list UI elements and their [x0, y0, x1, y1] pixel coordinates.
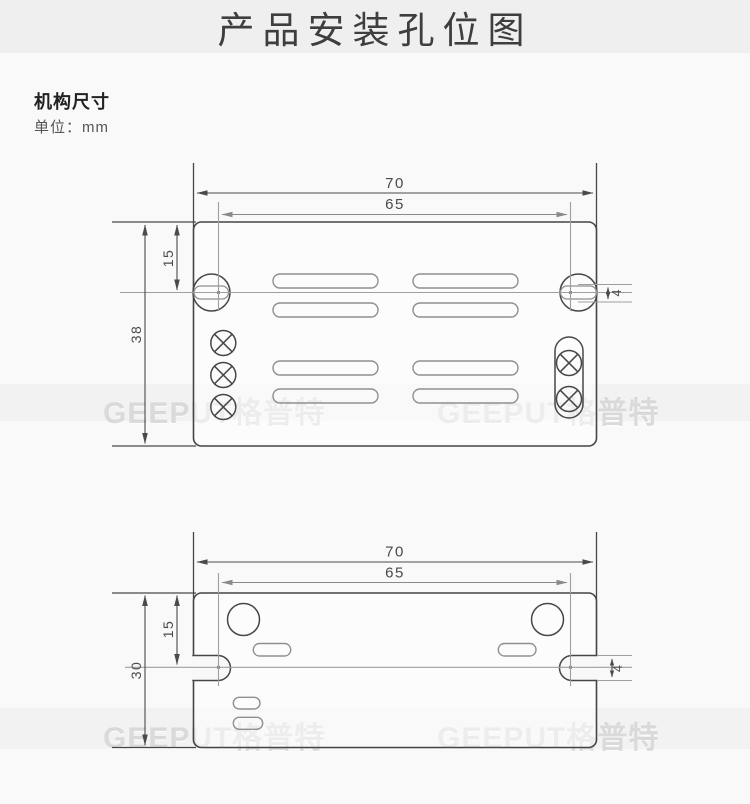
dim-hole-offset: 15: [160, 224, 180, 291]
page-title: 产品安装孔位图: [217, 9, 533, 51]
bottom-view: 70 65 15 30 4: [112, 532, 632, 749]
screw-hole-markers-right: [554, 336, 584, 419]
extension-lines-holes: [217, 573, 572, 686]
top-view: 70 65 15 38 4: [112, 163, 632, 447]
dim-overall-height: 38: [128, 224, 148, 444]
vent-slots: [272, 273, 519, 404]
bottom-view-outline: [192, 592, 598, 749]
mounting-tab-left: [192, 654, 232, 682]
section-title: 机构尺寸: [34, 92, 110, 112]
dim-label: 4: [611, 665, 625, 672]
unit-label: 单位：mm: [34, 119, 109, 136]
dim-label: 38: [128, 325, 144, 344]
dim-slot-width: 4: [578, 283, 632, 303]
extension-lines-width: [192, 163, 598, 230]
dim-overall-width: 70: [196, 175, 594, 196]
dim-label: 15: [160, 620, 176, 639]
dim-label: 15: [160, 249, 176, 268]
bottom-slots: [232, 642, 537, 730]
through-hole-right: [530, 602, 565, 637]
dim-hole-offset: 15: [160, 595, 180, 665]
screw-hole-markers-left: [210, 329, 237, 421]
dim-label: 4: [610, 289, 624, 296]
extension-lines-height: [112, 592, 196, 749]
dim-overall-height: 30: [128, 595, 148, 746]
top-view-outline: [192, 221, 598, 447]
through-hole-left: [226, 602, 261, 637]
dim-hole-spacing: 65: [221, 196, 568, 218]
dim-label: 30: [128, 661, 144, 680]
dim-slot-width: 4: [597, 654, 632, 682]
dim-label: 65: [385, 196, 405, 213]
page-header: 产品安装孔位图: [0, 0, 750, 53]
dim-hole-spacing: 65: [221, 565, 568, 586]
dim-label: 65: [385, 565, 405, 582]
extension-lines-height: [112, 221, 196, 447]
dim-label: 70: [385, 175, 405, 192]
extension-lines-holes: [217, 202, 572, 311]
mounting-tab-right: [558, 654, 598, 682]
dim-overall-width: 70: [196, 544, 594, 565]
extension-lines-width: [192, 532, 598, 600]
dim-label: 70: [385, 544, 405, 561]
